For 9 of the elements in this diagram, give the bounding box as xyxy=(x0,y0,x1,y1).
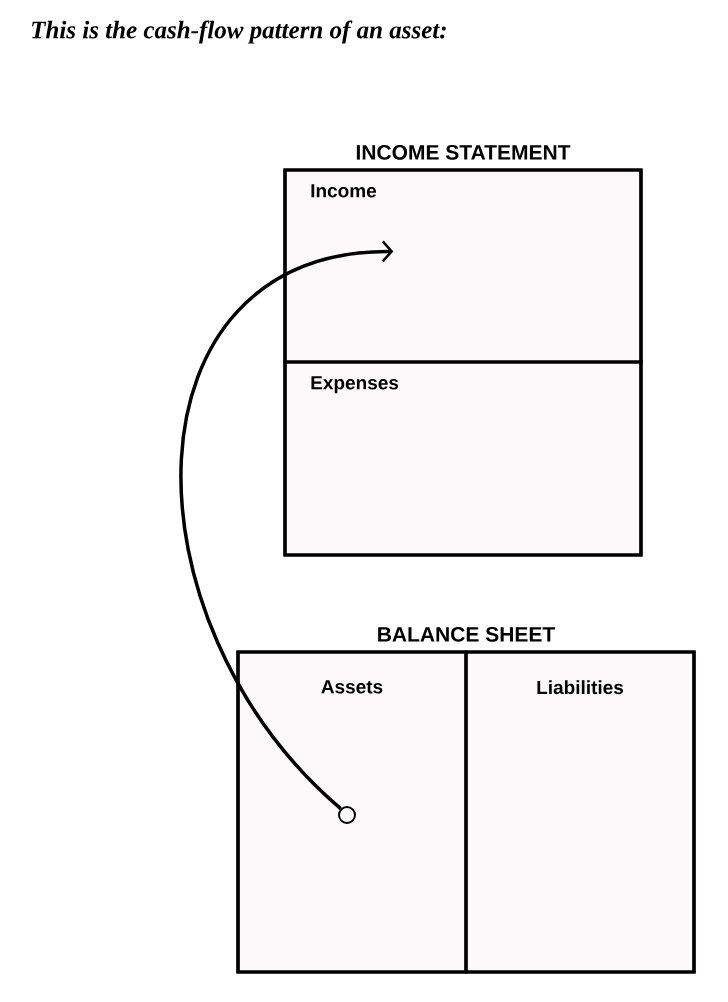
section-box: Expenses xyxy=(283,360,643,557)
table-heading: INCOME STATEMENT xyxy=(356,144,571,160)
curved-arrow xyxy=(179,240,394,810)
table-heading: BALANCE SHEET xyxy=(378,626,555,642)
section-box: Income xyxy=(283,168,643,364)
title: This is the cash-flow pattern of an asset: xyxy=(32,20,446,44)
column-box: Assets xyxy=(236,650,468,974)
circle-marker xyxy=(338,806,356,824)
column-box: Liabilities xyxy=(464,650,696,974)
